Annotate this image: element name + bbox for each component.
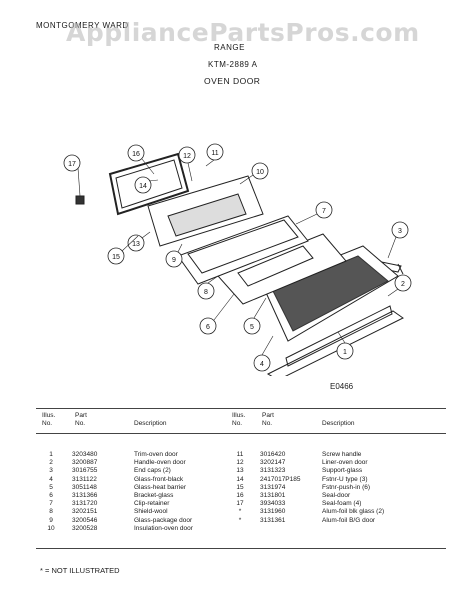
callout-3: 3: [398, 228, 402, 235]
left-row-part: 3131366: [72, 492, 98, 499]
left-row-desc: End caps (2): [134, 467, 171, 475]
right-row-desc: Liner-oven door: [322, 459, 368, 467]
right-row-desc: Seal-door: [322, 492, 351, 499]
left-row-illus: 10: [47, 524, 55, 532]
callout-2: 2: [401, 281, 405, 288]
right-row-illus: *: [238, 516, 242, 524]
callout-12: 12: [183, 153, 191, 160]
left-row-part: 3051148: [72, 483, 97, 491]
right-row-part: 3202147: [260, 459, 286, 467]
right-row-part: 3131323: [260, 467, 286, 475]
left-row-illus: 2: [49, 459, 53, 467]
left-row-desc: Handle-oven door: [134, 459, 186, 467]
right-row-desc: Fstnr-push-in (6): [322, 483, 371, 491]
right-row-desc: Fstnr-U type (3): [322, 475, 368, 483]
left-row-illus: 5: [49, 483, 53, 491]
col-header-illus-right: Illus. No.: [232, 412, 246, 427]
callout-11: 11: [211, 150, 218, 157]
diagram-code: E0466: [330, 382, 354, 391]
table-bottom-rule: [36, 548, 446, 549]
callout-1: 1: [343, 349, 347, 356]
callout-15: 15: [112, 254, 120, 261]
left-row-part: 3200528: [72, 524, 98, 532]
col-header-part-left: Part No.: [75, 412, 87, 427]
left-row-illus: 9: [49, 516, 53, 524]
left-row-illus: 1: [49, 451, 53, 458]
right-row-illus: 12: [236, 459, 244, 467]
left-row-part: 3200887: [72, 459, 98, 467]
col-header-part-right: Part No.: [262, 412, 274, 427]
foam-seal: [75, 195, 85, 205]
table-top-rule: [36, 408, 446, 409]
left-row-desc: Shield-wool: [134, 508, 168, 516]
left-row-desc: Insulation-oven door: [134, 524, 193, 532]
left-row-part: 3016755: [72, 467, 98, 475]
trim-frame: [266, 310, 404, 376]
right-row-illus: 17: [236, 500, 244, 508]
model-number: KTM-2889 A: [208, 60, 258, 69]
left-row-illus: 6: [49, 492, 53, 499]
left-row-desc: Clip-retainer: [134, 500, 170, 508]
right-row-illus: 15: [236, 483, 244, 491]
left-row-desc: Bracket-glass: [134, 492, 174, 499]
callout-7: 7: [322, 208, 326, 215]
left-row-desc: Glass-heat barrier: [134, 483, 187, 491]
right-row-desc: Alum-foil B/G door: [322, 516, 376, 524]
right-row-part: 3016420: [260, 451, 286, 458]
col-header-desc-right: Description: [322, 420, 355, 427]
left-row-part: 3131720: [72, 500, 98, 508]
site-watermark: AppliancePartsPros.com: [66, 18, 420, 47]
callout-8: 8: [204, 289, 208, 296]
left-row-part: 3131122: [72, 475, 97, 483]
right-row-desc: Support-glass: [322, 467, 363, 475]
right-row-illus: 11: [236, 451, 244, 458]
callout-9: 9: [172, 257, 176, 264]
right-row-part: 3131801: [260, 492, 286, 499]
brand-name: MONTGOMERY WARD: [36, 21, 129, 30]
left-row-illus: 8: [49, 508, 53, 516]
left-row-desc: Trim-oven door: [134, 451, 178, 458]
callout-14: 14: [139, 183, 147, 190]
right-row-part: 3131361: [260, 516, 286, 524]
callout-4: 4: [260, 361, 264, 368]
right-row-part: 3131974: [260, 483, 286, 491]
right-row-illus: 16: [236, 492, 244, 499]
col-header-desc-left: Description: [134, 420, 167, 427]
callout-13: 13: [132, 241, 140, 248]
left-row-illus: 3: [49, 467, 53, 475]
right-row-illus: *: [238, 508, 242, 516]
right-row-desc: Alum-foil blk glass (2): [322, 508, 385, 516]
inner-door-panel: [177, 215, 309, 285]
callout-10: 10: [256, 169, 264, 176]
col-header-illus-left: Illus. No.: [42, 412, 56, 427]
left-row-illus: 7: [49, 500, 53, 508]
left-row-part: 3203480: [72, 451, 98, 458]
right-row-part: 2417017P185: [260, 475, 301, 483]
callout-6: 6: [206, 324, 210, 331]
product-title: RANGE: [214, 43, 245, 52]
left-row-illus: 4: [49, 475, 53, 483]
left-row-desc: Glass-package door: [134, 516, 193, 524]
footnote-not-illustrated: * = NOT ILLUSTRATED: [40, 566, 120, 575]
right-row-illus: 14: [236, 475, 244, 483]
callout-5: 5: [250, 324, 254, 331]
right-row-part: 3131960: [260, 508, 286, 516]
right-row-part: 3934033: [260, 500, 286, 508]
right-row-illus: 13: [236, 467, 244, 475]
right-row-desc: Seal-foam (4): [322, 500, 362, 508]
table-header-rule: [36, 433, 446, 434]
callout-17: 17: [68, 161, 76, 168]
section-title: OVEN DOOR: [204, 76, 261, 86]
right-row-desc: Screw handle: [322, 451, 362, 458]
callout-16: 16: [132, 151, 140, 158]
oven-door-exploded-diagram: 17 16 12 11 10 7 3 2 1 4 5 6 8 9 13 15 1…: [63, 143, 412, 376]
left-row-desc: Glass-front-black: [134, 475, 184, 483]
left-row-part: 3202151: [72, 508, 98, 516]
left-row-part: 3200546: [72, 516, 98, 524]
